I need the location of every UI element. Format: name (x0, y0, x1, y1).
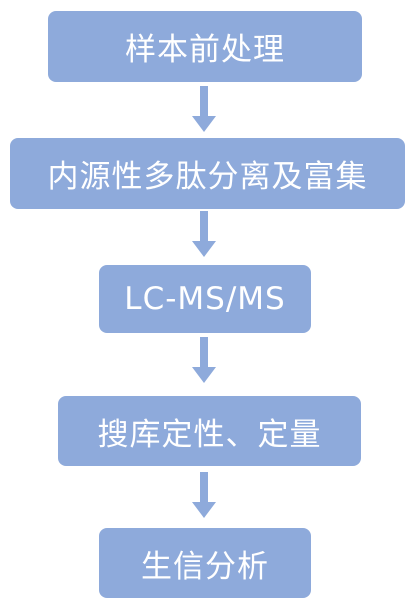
step-database-search-quantification: 搜库定性、定量 (58, 396, 361, 466)
arrow-down-icon (192, 337, 216, 385)
step-peptide-separation-enrichment: 内源性多肽分离及富集 (10, 138, 405, 209)
step-bioinformatics-analysis: 生信分析 (99, 528, 311, 598)
arrow-down-icon (192, 472, 216, 520)
arrow-down-icon (192, 211, 216, 259)
step-label: 内源性多肽分离及富集 (47, 159, 368, 195)
step-label: 样本前处理 (125, 32, 285, 68)
step-label: LC-MS/MS (124, 281, 286, 317)
step-label: 搜库定性、定量 (97, 416, 322, 453)
step-sample-preprocessing: 样本前处理 (48, 11, 362, 82)
step-label: 生信分析 (141, 548, 269, 585)
step-lc-ms-ms: LC-MS/MS (99, 265, 311, 333)
arrow-down-icon (192, 86, 216, 134)
